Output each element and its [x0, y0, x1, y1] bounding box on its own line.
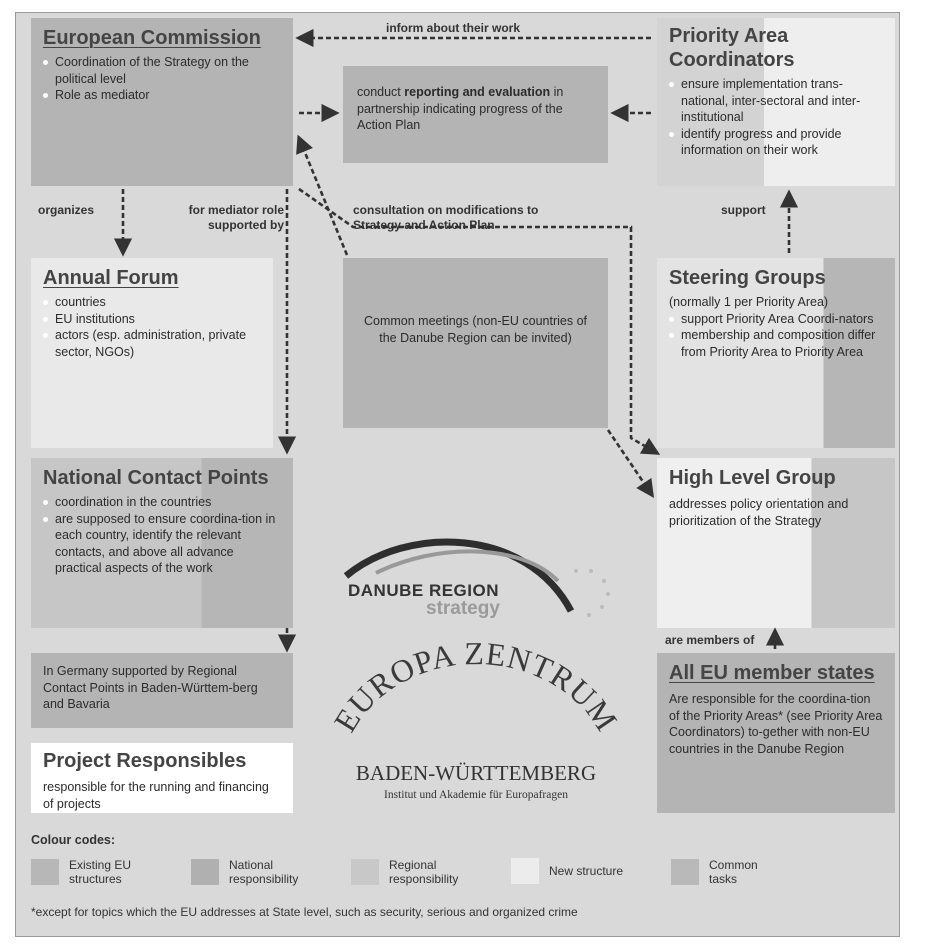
priority-area-coordinators-list: ensure implementation trans-national, in…: [669, 76, 883, 159]
priority-area-coordinators-title: Priority Area Coordinators: [669, 25, 795, 71]
steering-groups-box: Steering Groups (normally 1 per Priority…: [657, 258, 895, 448]
legend-swatch: [351, 859, 379, 886]
national-contact-points-box: National Contact Points coordination in …: [31, 458, 293, 628]
list-item: countries: [43, 294, 261, 311]
project-responsibles-box: Project Responsibles responsible for the…: [31, 743, 293, 813]
annual-forum-box: Annual Forum countries EU institutions a…: [31, 258, 273, 448]
legend-label: Common tasks: [709, 858, 758, 887]
high-level-group-text: addresses policy orientation and priorit…: [669, 497, 849, 528]
europa-zentrum-line2: Institut und Akademie für Europafragen: [384, 789, 568, 801]
label-members: are members of: [665, 633, 755, 647]
list-item: identify progress and provide informatio…: [669, 126, 883, 159]
high-level-group-box: High Level Group addresses policy orient…: [657, 458, 895, 628]
europa-zentrum-line1: BADEN-WÜRTTEMBERG: [355, 761, 597, 785]
legend-heading: Colour codes:: [31, 833, 116, 847]
legend-swatch: [31, 859, 59, 886]
priority-area-coordinators-box: Priority Area Coordinators ensure implem…: [657, 18, 895, 186]
common-meetings-box: Common meetings (non-EU countries of the…: [343, 258, 608, 428]
arrow-consultation: [298, 187, 661, 455]
danube-logo-line1: DANUBE REGION: [348, 581, 500, 600]
arrow-meetings-to-hlg: [606, 429, 655, 499]
national-contact-points-list: coordination in the countries are suppos…: [43, 494, 281, 577]
europa-zentrum-arc-text: EUROPA ZENTRUM: [327, 635, 625, 738]
steering-groups-title: Steering Groups: [669, 267, 826, 289]
list-item: ensure implementation trans-national, in…: [669, 76, 883, 126]
list-item: support Priority Area Coordi-nators: [669, 311, 883, 328]
label-organizes: organizes: [38, 203, 95, 217]
steering-groups-list: support Priority Area Coordi-nators memb…: [669, 311, 883, 361]
diagram-canvas: European Commission Coordination of the …: [15, 12, 900, 937]
danube-region-logo: DANUBE REGION strategy: [336, 531, 626, 631]
high-level-group-title: High Level Group: [669, 467, 836, 489]
list-item: EU institutions: [43, 311, 261, 328]
reporting-text-post: in partnership indicating progress of th…: [357, 85, 564, 132]
legend-item-regional: Regional responsibility: [351, 858, 499, 887]
footnote: *except for topics which the EU addresse…: [31, 905, 578, 919]
eu-member-states-title: All EU member states: [669, 662, 875, 684]
label-support: support: [721, 203, 766, 217]
reporting-text-bold: reporting and evaluation: [404, 85, 551, 99]
european-commission-list: Coordination of the Strategy on the poli…: [43, 54, 281, 104]
legend-item-national: National responsibility: [191, 858, 339, 887]
legend-item-existing-eu: Existing EU structures: [31, 858, 169, 887]
legend-swatch: [511, 858, 539, 884]
reporting-text-pre: conduct: [357, 85, 405, 99]
national-contact-points-title: National Contact Points: [43, 467, 269, 489]
project-responsibles-text: responsible for the running and financin…: [43, 780, 269, 811]
danube-swoosh-icon: [343, 538, 610, 617]
legend-label: Existing EU structures: [69, 858, 132, 887]
european-commission-box: European Commission Coordination of the …: [31, 18, 293, 186]
list-item: coordination in the countries: [43, 494, 281, 511]
reporting-evaluation-text: conduct reporting and evaluation in part…: [357, 84, 594, 134]
legend-swatch: [671, 859, 699, 886]
reporting-evaluation-box: conduct reporting and evaluation in part…: [343, 66, 608, 163]
legend-item-new: New structure: [511, 858, 639, 884]
europa-zentrum-logo: EUROPA ZENTRUM BADEN-WÜRTTEMBERG Institu…: [316, 635, 636, 818]
list-item: membership and composition differ from P…: [669, 327, 883, 360]
arrow-meetings-to-ec: [296, 134, 349, 256]
steering-groups-subtitle: (normally 1 per Priority Area): [669, 295, 829, 309]
eu-member-states-box: All EU member states Are responsible for…: [657, 653, 895, 813]
germany-regional-text: In Germany supported by Regional Contact…: [43, 664, 258, 711]
legend-label: Regional responsibility: [389, 858, 459, 887]
label-consultation: consultation on modifications to Strateg…: [353, 203, 539, 232]
common-meetings-text: Common meetings (non-EU countries of the…: [363, 314, 587, 345]
annual-forum-title: Annual Forum: [43, 267, 179, 289]
connector-arrows: [113, 28, 799, 653]
legend-label: New structure: [549, 863, 624, 878]
legend-label: National responsibility: [229, 858, 299, 887]
list-item: Coordination of the Strategy on the poli…: [43, 54, 281, 87]
list-item: are supposed to ensure coordina-tion in …: [43, 511, 281, 577]
list-item: Role as mediator: [43, 87, 281, 104]
danube-logo-line2: strategy: [426, 598, 500, 619]
annual-forum-list: countries EU institutions actors (esp. a…: [43, 294, 261, 360]
label-inform: inform about their work: [386, 21, 521, 35]
label-mediator: for mediator role supported by: [188, 203, 284, 232]
project-responsibles-title: Project Responsibles: [43, 750, 247, 772]
legend-swatch: [191, 859, 219, 886]
list-item: actors (esp. administration, private sec…: [43, 327, 261, 360]
eu-member-states-text: Are responsible for the coordina-tion of…: [669, 692, 883, 756]
legend-item-common: Common tasks: [671, 858, 789, 887]
european-commission-title: European Commission: [43, 27, 261, 49]
germany-regional-box: In Germany supported by Regional Contact…: [31, 653, 293, 728]
